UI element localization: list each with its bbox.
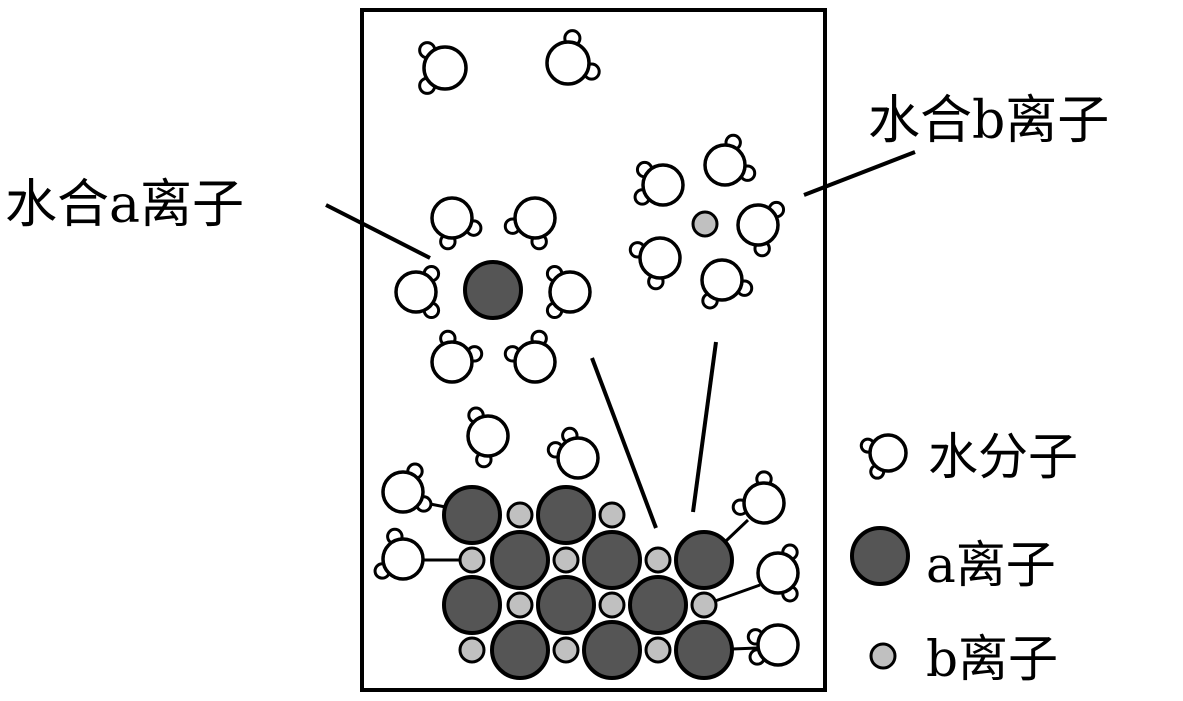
legend-a-ion-icon <box>850 526 910 586</box>
pointer-line-hydrated-b <box>803 150 916 197</box>
ionic-crystal <box>442 485 734 680</box>
a-ion <box>674 530 734 590</box>
b-ion <box>506 591 534 619</box>
oxygen-atom <box>556 436 600 480</box>
oxygen-atom <box>700 258 744 302</box>
b-ion <box>644 546 672 574</box>
oxygen-atom <box>756 551 800 595</box>
container-box <box>360 8 827 692</box>
water-molecule <box>373 527 425 581</box>
oxygen-atom <box>513 340 557 384</box>
legend-a-ion-label: a离子 <box>926 536 1056 594</box>
hydrated-a-water <box>430 196 483 251</box>
label-hydrated-a: 水合a离子 <box>5 175 244 235</box>
oxygen-atom <box>430 196 474 240</box>
a-ion <box>490 620 550 680</box>
a-ion <box>674 620 734 680</box>
hydrated-ions <box>394 133 786 384</box>
legend-water-label: 水分子 <box>928 428 1078 486</box>
hydrated-b-water <box>736 200 786 258</box>
oxygen-atom <box>394 270 438 314</box>
hydrated-a-water <box>545 264 592 320</box>
oxygen-atom <box>641 163 685 207</box>
oxygen-atom <box>545 40 591 86</box>
b-ion <box>458 636 486 664</box>
a-ion <box>442 575 502 635</box>
pointer-line-hydrated-a <box>325 203 431 260</box>
hydrated-a-water <box>430 329 484 384</box>
b-ion <box>552 636 580 664</box>
oxygen-atom <box>868 433 908 473</box>
hydrated-b-water <box>700 258 754 310</box>
b-ion <box>552 546 580 574</box>
water-molecule <box>546 426 600 480</box>
a-ion <box>536 485 596 545</box>
b-ion <box>598 591 626 619</box>
water-molecule <box>418 41 468 95</box>
oxygen-atom <box>638 236 682 280</box>
hydrated-b-center-ion <box>691 210 719 238</box>
oxygen-atom <box>381 537 425 581</box>
legend-b-ion-label: b离子 <box>926 630 1058 688</box>
oxygen-atom <box>756 623 800 667</box>
label-hydrated-b: 水合b离子 <box>868 91 1109 151</box>
hydrated-a-water <box>503 329 557 384</box>
oxygen-atom <box>422 45 468 91</box>
pointer-line-a-to-crystal <box>590 357 658 529</box>
legend-b-ion-icon <box>869 642 897 670</box>
a-ion <box>628 575 688 635</box>
pointer-lines <box>325 150 916 529</box>
b-ion <box>598 501 626 529</box>
legend-water-molecule <box>859 433 908 480</box>
oxygen-atom <box>703 143 747 187</box>
water-molecule <box>756 543 800 603</box>
hydrated-a-center-ion <box>463 260 523 320</box>
legend: 水分子 a离子 b离子 <box>850 428 1078 688</box>
water-molecule <box>731 470 786 525</box>
hydrated-b-water <box>628 236 682 291</box>
a-ion <box>582 530 642 590</box>
oxygen-atom <box>513 196 557 240</box>
oxygen-atom <box>430 340 474 384</box>
pointer-line-b-to-crystal <box>691 341 718 513</box>
b-ion <box>690 591 718 619</box>
water-molecule <box>381 462 433 514</box>
hydrated-a-water <box>503 196 557 251</box>
water-molecule <box>466 406 510 469</box>
hydrated-b-water <box>703 133 757 187</box>
oxygen-atom <box>466 414 510 458</box>
water-molecule <box>545 29 601 86</box>
oxygen-atom <box>736 203 780 247</box>
a-ion <box>536 575 596 635</box>
oxygen-atom <box>742 481 786 525</box>
legend-water-icon <box>859 433 908 480</box>
a-ion <box>490 530 550 590</box>
b-ion <box>506 501 534 529</box>
oxygen-atom <box>548 270 592 314</box>
water-molecules <box>373 29 800 667</box>
hydrated-a-water <box>394 264 441 320</box>
oxygen-atom <box>381 470 425 514</box>
b-ion <box>458 546 486 574</box>
a-ion <box>582 620 642 680</box>
a-ion <box>442 485 502 545</box>
water-molecule <box>746 623 800 667</box>
b-ion <box>644 636 672 664</box>
hydrated-b-water <box>633 160 685 207</box>
